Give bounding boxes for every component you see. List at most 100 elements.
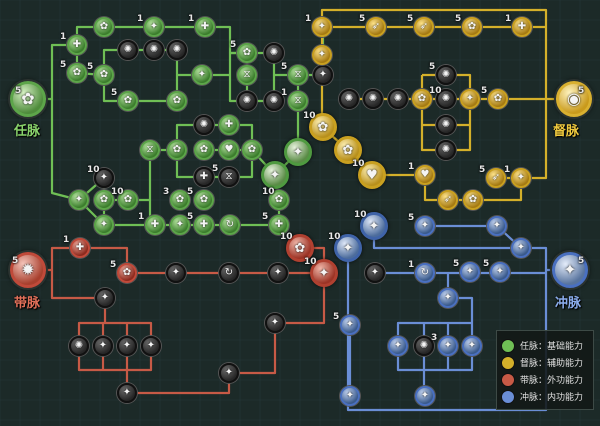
- acupoint-node-d15[interactable]: ✺: [436, 115, 456, 135]
- acupoint-node-r22[interactable]: ✦: [261, 161, 289, 189]
- acupoint-node-r6[interactable]: ✺: [118, 40, 138, 60]
- acupoint-node-r14[interactable]: ⧖: [237, 65, 257, 85]
- acupoint-node-d9[interactable]: ✺: [388, 89, 408, 109]
- acupoint-node-d4[interactable]: ✿: [462, 17, 482, 37]
- acupoint-node-a12[interactable]: ✦: [141, 336, 161, 356]
- acupoint-node-r32[interactable]: ✦: [94, 168, 114, 188]
- acupoint-node-d18[interactable]: ✺: [436, 140, 456, 160]
- acupoint-node-r21[interactable]: ✦: [284, 138, 312, 166]
- acupoint-node-c15[interactable]: ✦: [340, 386, 360, 406]
- acupoint-node-d22[interactable]: ✦: [511, 168, 531, 188]
- acupoint-node-d20[interactable]: ✿: [488, 89, 508, 109]
- acupoint-node-r9[interactable]: ✿: [118, 91, 138, 111]
- acupoint-node-r34[interactable]: ✿: [94, 190, 114, 210]
- acupoint-node-r5[interactable]: ✚: [195, 17, 215, 37]
- acupoint-node-r33[interactable]: ✦: [69, 190, 89, 210]
- acupoint-node-c6[interactable]: ✦: [487, 216, 507, 236]
- acupoint-node-r18[interactable]: ⧖: [288, 65, 308, 85]
- acupoint-node-c18[interactable]: ✦: [490, 262, 510, 282]
- acupoint-node-r30[interactable]: ✚: [194, 167, 214, 187]
- acupoint-node-r41[interactable]: ✦: [170, 215, 190, 235]
- acupoint-node-r26[interactable]: ✿: [194, 140, 214, 160]
- acupoint-node-c14[interactable]: ✦: [462, 336, 482, 356]
- acupoint-node-r31[interactable]: ⧖: [219, 167, 239, 187]
- acupoint-node-r29[interactable]: ⧖: [140, 140, 160, 160]
- acupoint-node-r28[interactable]: ✿: [242, 140, 262, 160]
- du-hub[interactable]: ◉: [556, 81, 592, 117]
- acupoint-node-r25[interactable]: ✿: [167, 140, 187, 160]
- acupoint-node-d1[interactable]: ✦: [312, 17, 332, 37]
- acupoint-node-c7[interactable]: ✦: [511, 238, 531, 258]
- acupoint-node-r19[interactable]: ⧖: [288, 91, 308, 111]
- acupoint-node-r47[interactable]: ✿: [194, 190, 214, 210]
- acupoint-node-r17[interactable]: ✺: [264, 91, 284, 111]
- acupoint-node-r27[interactable]: ♥: [219, 140, 239, 160]
- acupoint-node-d5[interactable]: ✚: [512, 17, 532, 37]
- acupoint-node-r10[interactable]: ✺: [167, 40, 187, 60]
- acupoint-node-a1[interactable]: ✚: [70, 238, 90, 258]
- acupoint-node-r40[interactable]: ✚: [145, 215, 165, 235]
- acupoint-node-a3[interactable]: ✦: [166, 263, 186, 283]
- acupoint-node-a13[interactable]: ✦: [117, 383, 137, 403]
- acupoint-node-c8[interactable]: ✦: [365, 263, 385, 283]
- acupoint-node-r49[interactable]: ✿: [269, 190, 289, 210]
- acupoint-node-r24[interactable]: ✚: [219, 115, 239, 135]
- acupoint-node-d6[interactable]: ✦: [312, 45, 332, 65]
- acupoint-node-c17[interactable]: ✦: [460, 262, 480, 282]
- acupoint-node-r1[interactable]: ✚: [67, 35, 87, 55]
- acupoint-node-d19[interactable]: ✦: [460, 89, 480, 109]
- acupoint-node-a6[interactable]: ✦: [95, 288, 115, 308]
- acupoint-node-c2[interactable]: ✦: [334, 234, 362, 262]
- acupoint-node-a14[interactable]: ✦: [219, 363, 239, 383]
- acupoint-node-d11[interactable]: ✿: [309, 113, 337, 141]
- acupoint-node-r46[interactable]: ✿: [170, 190, 190, 210]
- acupoint-node-d2[interactable]: ➶: [366, 17, 386, 37]
- acupoint-node-d7[interactable]: ✺: [339, 89, 359, 109]
- acupoint-node-d3[interactable]: ➶: [414, 17, 434, 37]
- acupoint-node-d8[interactable]: ✺: [363, 89, 383, 109]
- acupoint-node-c16[interactable]: ✦: [415, 386, 435, 406]
- acupoint-node-c13[interactable]: ✦: [438, 336, 458, 356]
- chong-hub[interactable]: ✦: [552, 252, 588, 288]
- acupoint-node-a11[interactable]: ✦: [117, 336, 137, 356]
- acupoint-node-r12[interactable]: ✦: [192, 65, 212, 85]
- acupoint-node-r2[interactable]: ✿: [67, 63, 87, 83]
- acupoint-node-d23[interactable]: ➶: [438, 190, 458, 210]
- acupoint-node-c11[interactable]: ✦: [388, 336, 408, 356]
- acupoint-node-r15[interactable]: ✺: [237, 91, 257, 111]
- acupoint-node-a15[interactable]: ✦: [265, 313, 285, 333]
- acupoint-node-a7[interactable]: ✦: [310, 259, 338, 287]
- acupoint-node-d21[interactable]: ➶: [486, 168, 506, 188]
- acupoint-node-r23[interactable]: ✺: [194, 115, 214, 135]
- dai-hub[interactable]: ✹: [10, 252, 46, 288]
- ren-hub[interactable]: ✿: [10, 81, 46, 117]
- acupoint-node-c9[interactable]: ✦: [438, 288, 458, 308]
- acupoint-node-r11[interactable]: ✿: [167, 91, 187, 111]
- acupoint-node-r43[interactable]: ↻: [220, 215, 240, 235]
- acupoint-node-r3[interactable]: ✿: [94, 17, 114, 37]
- acupoint-node-a5[interactable]: ✦: [268, 263, 288, 283]
- acupoint-node-d13[interactable]: ✺: [436, 65, 456, 85]
- acupoint-node-r4[interactable]: ✦: [144, 17, 164, 37]
- acupoint-node-c3[interactable]: ✦: [360, 212, 388, 240]
- acupoint-node-a9[interactable]: ✺: [69, 336, 89, 356]
- acupoint-node-r8[interactable]: ✺: [144, 40, 164, 60]
- acupoint-node-a2[interactable]: ✿: [117, 263, 137, 283]
- acupoint-node-r44[interactable]: ✚: [269, 215, 289, 235]
- acupoint-node-a4[interactable]: ↻: [219, 263, 239, 283]
- acupoint-node-d24[interactable]: ✿: [463, 190, 483, 210]
- acupoint-node-d17[interactable]: ♥: [415, 165, 435, 185]
- acupoint-node-c10[interactable]: ✦: [340, 315, 360, 335]
- acupoint-node-r7[interactable]: ✿: [94, 65, 114, 85]
- acupoint-node-a10[interactable]: ✦: [93, 336, 113, 356]
- acupoint-node-c4[interactable]: ↻: [415, 263, 435, 283]
- acupoint-node-c5[interactable]: ✦: [415, 216, 435, 236]
- acupoint-node-a8[interactable]: ✿: [286, 234, 314, 262]
- acupoint-node-d12[interactable]: ✿: [334, 136, 362, 164]
- acupoint-node-r20[interactable]: ✦: [313, 65, 333, 85]
- acupoint-node-r35[interactable]: ✿: [118, 190, 138, 210]
- acupoint-node-d10[interactable]: ✿: [412, 89, 432, 109]
- acupoint-node-c12[interactable]: ✺: [414, 336, 434, 356]
- acupoint-node-d14[interactable]: ✺: [436, 89, 456, 109]
- acupoint-node-r42[interactable]: ✚: [194, 215, 214, 235]
